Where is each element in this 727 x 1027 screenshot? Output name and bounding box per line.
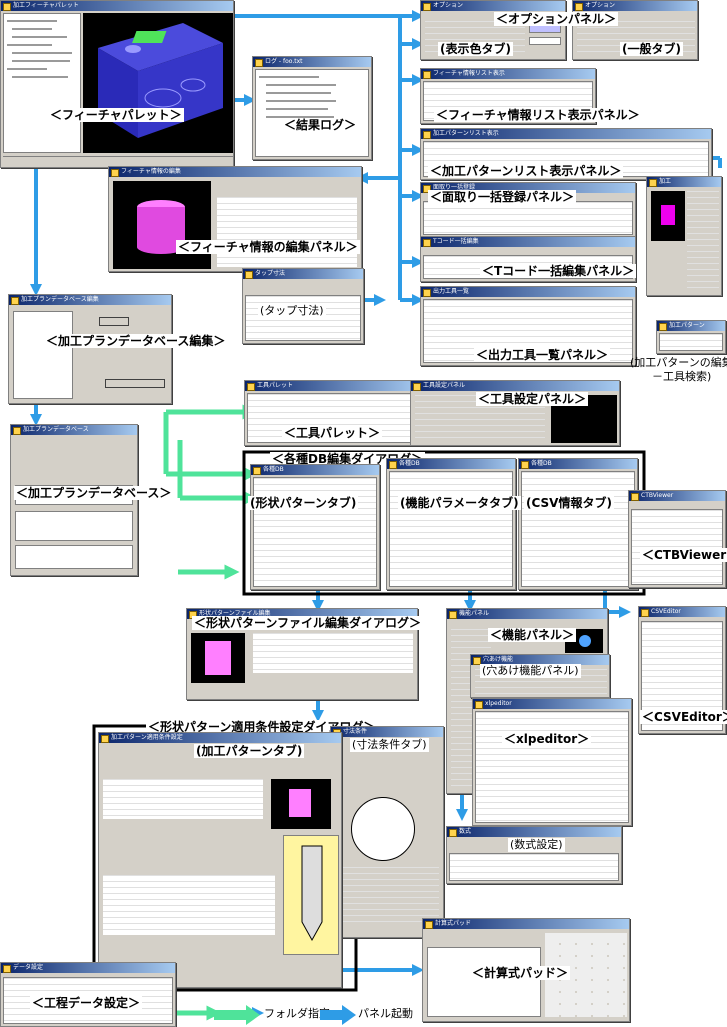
label-plan-db: ＜加工プランデータベース＞: [14, 486, 174, 500]
label-tool-search-1: (加工パターンの編集: [630, 356, 727, 369]
folder-arrows: [163, 404, 258, 1021]
label-output-tool-list: ＜出力工具一覧パネル＞: [474, 348, 611, 362]
legend-panel-arrow: [320, 1005, 360, 1025]
3d-model-view[interactable]: [83, 13, 233, 153]
feature-preview: [113, 181, 211, 269]
db-shape-tab-window: 各種DB: [250, 464, 380, 590]
legend-folder-spec: フォルダ指定: [264, 1007, 330, 1020]
feature-info-edit-window: フィーチャ情報の編集: [108, 166, 362, 272]
feature-palette-window: 加工フィーチャパレット: [0, 0, 234, 168]
label-display-color-tab: (表示色タブ): [438, 42, 513, 56]
label-ctb-viewer: ＜CTBViewer＞: [640, 548, 727, 562]
label-plan-db-edit: ＜加工プランデータベース編集＞: [44, 334, 228, 348]
tool-palette-window: 工具パレット: [244, 380, 420, 446]
label-result-log: ＜結果ログ＞: [282, 118, 359, 132]
process-data-window: データ設定: [0, 962, 176, 1027]
label-feature-info-list: ＜フィーチャ情報リスト表示パネル＞: [434, 108, 642, 122]
label-machining-pattern-tab: (加工パターンタブ): [194, 744, 305, 758]
legend-folder-arrow: [214, 1005, 274, 1025]
label-feature-palette: ＜フィーチャパレット＞: [48, 108, 184, 122]
label-xlpeditor: ＜xlpeditor＞: [502, 732, 592, 746]
label-shape-pattern-tab: (形状パターンタブ): [248, 496, 359, 510]
formula-setting-window: 数式: [446, 826, 622, 884]
label-open-function-panel: (穴あけ機能パネル): [480, 664, 581, 678]
db-csv-tab-window: 各種DB: [518, 458, 638, 590]
label-general-tab: (一般タブ): [620, 42, 683, 56]
label-formula-setting: (数式設定): [508, 838, 565, 852]
label-tool-palette: ＜工具パレット＞: [282, 426, 383, 440]
label-chamfer-batch: ＜面取り一括登録パネル＞: [428, 190, 577, 204]
label-tap-dimension: (タップ寸法): [258, 304, 326, 318]
tool-setting-window: 工具設定パネル: [410, 380, 620, 446]
xlpeditor-window: xlpeditor: [472, 698, 632, 826]
label-tcode-batch: ＜Tコード一括編集パネル＞: [480, 264, 637, 278]
db-function-tab-window: 各種DB: [386, 458, 516, 590]
label-shape-pattern-condition: ＜形状パターン適用条件設定ダイアログ＞: [146, 720, 378, 734]
tool-search-window: 加工パターン: [656, 320, 726, 354]
machining-pattern-tab-window: 加工パターン適用条件設定: [98, 732, 342, 988]
label-option-panel: ＜オプションパネル＞: [494, 12, 619, 26]
label-function-panel: ＜機能パネル＞: [488, 628, 577, 642]
label-machining-pattern-list: ＜加工パターンリスト表示パネル＞: [428, 164, 624, 178]
label-tool-setting: ＜工具設定パネル＞: [476, 392, 589, 406]
ctb-viewer-window: CTBViewer: [628, 490, 726, 588]
label-dimension-condition-tab: (寸法条件タブ): [350, 738, 429, 752]
dimension-condition-window: 寸法条件: [330, 726, 444, 938]
label-tool-search-2: －工具検索): [652, 370, 712, 383]
label-function-param-tab: (機能パラメータタブ): [398, 496, 521, 510]
label-feature-info-edit: ＜フィーチャ情報の編集パネル＞: [176, 240, 360, 254]
plan-db-window: 加工プランデータベース: [10, 424, 138, 576]
plan-db-edit-window: 加工プランデータベース編集: [8, 294, 172, 404]
label-csv-info-tab: (CSV情報タブ): [524, 496, 614, 510]
legend-panel-launch: パネル起動: [358, 1007, 413, 1020]
feature-tree[interactable]: [3, 13, 81, 153]
label-process-data-setting: ＜工程データ設定＞: [30, 996, 143, 1010]
pattern-edit-side-window: 加工: [646, 176, 722, 296]
label-shape-pattern-file-edit: ＜形状パターンファイル編集ダイアログ＞: [192, 616, 424, 630]
label-csv-editor: ＜CSVEditor＞: [640, 710, 727, 724]
label-calc-pad: ＜計算式パッド＞: [470, 966, 571, 980]
result-log-window: ログ - foo.txt: [252, 56, 372, 160]
